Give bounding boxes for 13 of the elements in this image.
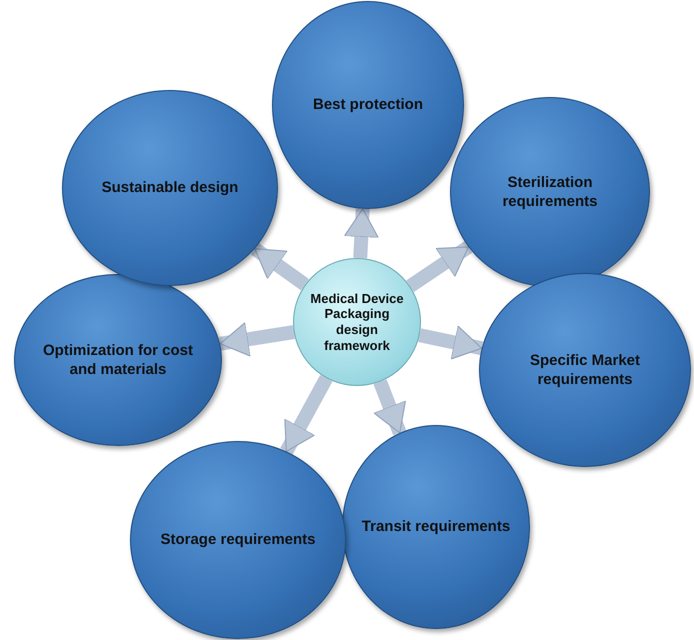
node-label: Transit requirements <box>360 517 512 537</box>
node-label: Sterilization requirements <box>501 172 599 212</box>
arrow <box>373 379 406 436</box>
node-label: Optimization for cost and materials <box>42 340 194 380</box>
node-label: Best protection <box>312 95 424 115</box>
node-label: Sustainable design <box>100 178 240 198</box>
node-label: Storage requirements <box>159 530 317 550</box>
arrow <box>219 322 295 357</box>
arrow <box>418 325 484 360</box>
node-label: Medical Device Packaging design framework <box>309 290 405 354</box>
node-label: Specific Market requirements <box>528 350 642 390</box>
arrow <box>280 374 332 455</box>
arrow <box>406 241 472 292</box>
